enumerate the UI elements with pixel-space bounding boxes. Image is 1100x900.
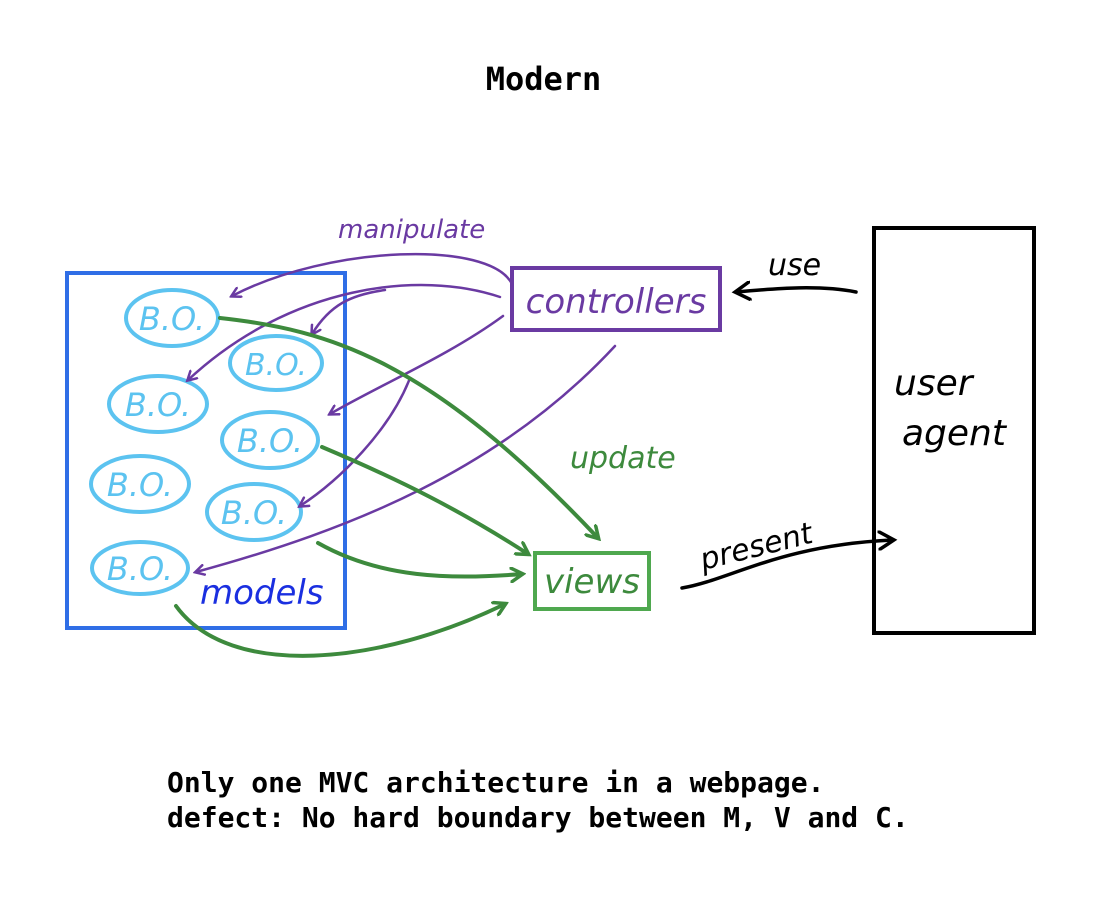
business-object-label: B.O. <box>245 348 307 383</box>
business-object: B.O. <box>228 334 324 392</box>
update-arrow <box>218 316 598 538</box>
update-arrow <box>316 541 522 577</box>
caption-line-2: defect: No hard boundary between M, V an… <box>167 801 909 834</box>
business-object-label: B.O. <box>107 550 173 588</box>
present-arrow <box>680 540 893 590</box>
update-arrows <box>174 316 598 658</box>
business-object: B.O. <box>107 374 209 434</box>
manipulate-arrow <box>232 252 514 296</box>
use-label: use <box>768 248 821 283</box>
present-label: present <box>695 516 817 578</box>
business-object-label: B.O. <box>139 300 205 338</box>
user-agent-label: agent <box>902 413 1008 454</box>
caption-line-1: Only one MVC architecture in a webpage. <box>167 766 825 799</box>
controllers-box <box>510 266 722 332</box>
business-object-label: B.O. <box>237 422 303 460</box>
views-box <box>533 551 651 611</box>
manipulate-arrow <box>188 283 502 380</box>
manipulate-arrows <box>188 252 617 572</box>
user-agent-box <box>872 226 1036 635</box>
manipulate-arrow <box>300 376 412 506</box>
business-object: B.O. <box>124 288 220 348</box>
manipulate-label: manipulate <box>338 215 485 245</box>
models-label: models <box>200 573 324 613</box>
business-object: B.O. <box>205 482 303 542</box>
use-arrow <box>736 288 858 292</box>
update-label: update <box>570 441 676 476</box>
update-arrow <box>320 445 528 554</box>
views-label: views <box>544 562 640 602</box>
manipulate-arrow <box>330 314 505 414</box>
business-object: B.O. <box>90 540 190 596</box>
manipulate-arrow <box>196 344 617 572</box>
page-title: Modern <box>485 60 602 98</box>
controllers-label: controllers <box>526 282 707 322</box>
business-object-label: B.O. <box>107 466 173 504</box>
manipulate-arrow <box>312 288 387 334</box>
models-box <box>65 271 347 630</box>
business-object: B.O. <box>89 454 191 514</box>
business-object-label: B.O. <box>221 494 287 532</box>
update-arrow <box>174 604 505 658</box>
business-object: B.O. <box>220 410 320 470</box>
business-object-label: B.O. <box>125 386 191 424</box>
user-agent-label: user <box>894 363 975 404</box>
